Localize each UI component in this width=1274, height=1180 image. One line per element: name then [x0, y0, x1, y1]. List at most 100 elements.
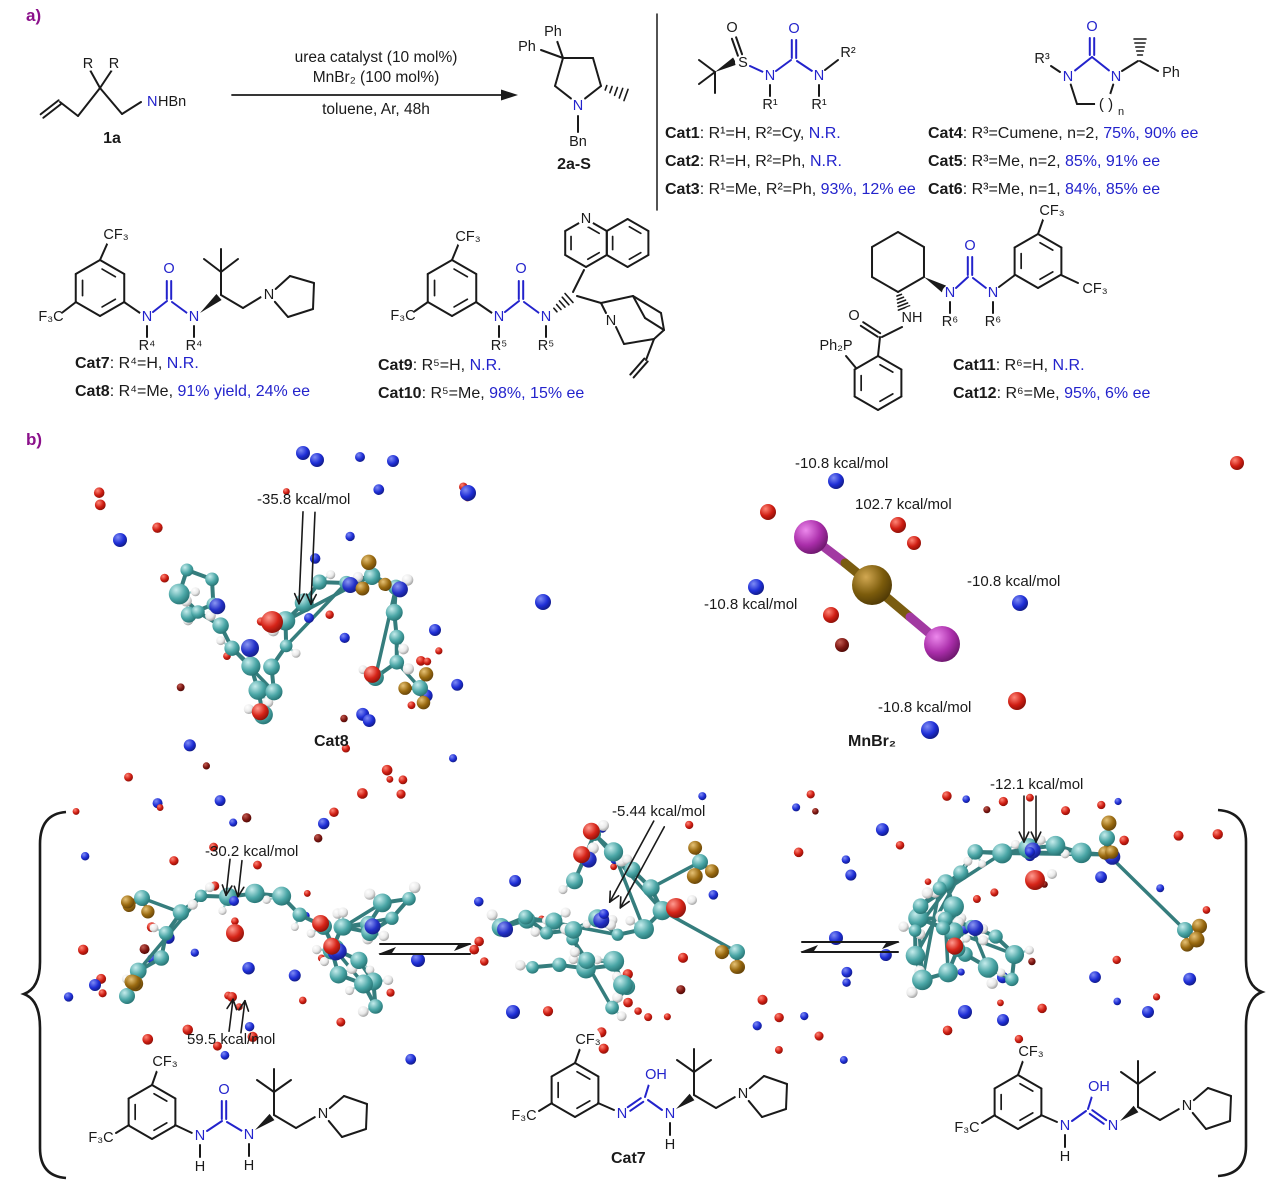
- entry-cat5: Cat5: R³=Me, n=2, 85%, 91% ee: [928, 153, 1161, 170]
- energy-mnbr2-left: -10.8 kcal/mol: [704, 596, 798, 613]
- state-left-model: [63, 804, 425, 1065]
- atom-label-n: N: [142, 309, 152, 325]
- slant-arrow-middle: [608, 820, 666, 909]
- entry-cat6: Cat6: R³=Me, n=1, 84%, 85% ee: [928, 181, 1161, 198]
- atom-label-n: N: [195, 1128, 205, 1144]
- energy-mnbr2-right: -10.8 kcal/mol: [967, 573, 1061, 590]
- atom-label-n: N: [573, 98, 583, 114]
- cat1-3-entries: Cat1: R¹=H, R²=Cy, N.R. Cat2: R¹=H, R²=P…: [665, 120, 916, 204]
- entry-cat3: Cat3: R¹=Me, R²=Ph, 93%, 12% ee: [665, 181, 916, 198]
- atom-label-cf3: CF₃: [575, 1032, 600, 1048]
- atom-label-n: N: [665, 1106, 675, 1122]
- atom-label-n: N: [264, 287, 274, 303]
- energy-mnbr2-center: 102.7 kcal/mol: [855, 496, 952, 513]
- entry-cat4: Cat4: R³=Cumene, n=2, 75%, 90% ee: [928, 125, 1199, 142]
- entry-cat2: Cat2: R¹=H, R²=Ph, N.R.: [665, 153, 842, 170]
- atom-label-n: N: [1108, 1118, 1118, 1134]
- atom-label-n: N: [1060, 1118, 1070, 1134]
- atom-label-n_sub: n: [1118, 106, 1124, 118]
- panel-b-label: b): [26, 430, 43, 449]
- atom-label-n: N: [1111, 69, 1121, 85]
- atom-label-r3: R³: [1034, 51, 1049, 67]
- energy-middle: -5.44 kcal/mol: [612, 803, 706, 820]
- cat9-10-entries: Cat9: R⁵=H, N.R. Cat10: R⁵=Me, 98%, 15% …: [378, 352, 584, 408]
- atom-label-n: N: [244, 1127, 254, 1143]
- atom-label-n: N: [494, 309, 504, 325]
- atom-label-r: R: [109, 56, 119, 72]
- atom-label-oh: OH: [645, 1067, 667, 1083]
- atom-label-paren: ( ): [1099, 96, 1113, 113]
- energy-mnbr2-bottom: -10.8 kcal/mol: [878, 699, 972, 716]
- conditions-line-2: MnBr₂ (100 mol%): [312, 69, 440, 86]
- entry-cat9: Cat9: R⁵=H, N.R.: [378, 357, 502, 374]
- up-arrow-left: [226, 998, 250, 1034]
- atom-label-n: N: [765, 68, 775, 84]
- atom-label-f3c: F₃C: [511, 1108, 536, 1124]
- reaction-arrow: [231, 89, 518, 101]
- atom-label-o: O: [218, 1082, 229, 1098]
- atom-label-ph2p: Ph₂P: [819, 338, 852, 354]
- structure-label-cat7: Cat7: [611, 1150, 646, 1167]
- cat4-6-entries: Cat4: R³=Cumene, n=2, 75%, 90% ee Cat5: …: [928, 120, 1198, 204]
- conditions-line-1: urea catalyst (10 mol%): [294, 49, 458, 66]
- model-label-cat8: Cat8: [314, 733, 349, 750]
- atom-label-n: N: [738, 1086, 748, 1102]
- atom-label-r6: R⁶: [942, 314, 958, 330]
- atom-label-n: N: [945, 285, 955, 301]
- atom-label-r4: R⁴: [139, 338, 156, 354]
- atom-label-n: N: [541, 309, 551, 325]
- atom-label-hbn: HBn: [158, 94, 186, 110]
- atom-label-h: H: [195, 1159, 205, 1175]
- cat8-md-model: [93, 446, 551, 809]
- atom-label-r1: R¹: [762, 97, 777, 113]
- atom-label-r1: R¹: [811, 97, 826, 113]
- atom-label-o: O: [515, 261, 526, 277]
- atom-label-o: O: [1086, 19, 1097, 35]
- energy-right: -12.1 kcal/mol: [990, 776, 1084, 793]
- atom-label-r5: R⁵: [491, 338, 507, 354]
- energy-mnbr2-top: -10.8 kcal/mol: [795, 455, 889, 472]
- energy-left-top: -30.2 kcal/mol: [205, 843, 299, 860]
- atom-label-f3c: F₃C: [38, 309, 63, 325]
- down-arrow-cat8: [293, 510, 318, 606]
- mnbr2-md-model: [748, 456, 1244, 739]
- down-arrow-right: [1018, 795, 1042, 843]
- entry-cat11: Cat11: R⁶=H, N.R.: [953, 357, 1085, 374]
- entry-cat12: Cat12: R⁶=Me, 95%, 6% ee: [953, 385, 1151, 402]
- atom-label-n: N: [988, 285, 998, 301]
- atom-label-n: N: [1182, 1098, 1192, 1114]
- atom-label-o: O: [964, 238, 975, 254]
- atom-label-ph: Ph: [544, 24, 562, 40]
- energy-label-cat8: -35.8 kcal/mol: [257, 491, 351, 508]
- atom-label-o: O: [163, 261, 174, 277]
- down-arrow-left: [221, 858, 245, 898]
- atom-label-n: N: [1063, 69, 1073, 85]
- atom-label-o: O: [726, 20, 737, 36]
- equilibrium-arrow-1: [378, 943, 472, 955]
- atom-label-cf3: CF₃: [103, 227, 128, 243]
- atom-label-ph: Ph: [518, 39, 536, 55]
- atom-label-f3c: F₃C: [954, 1120, 979, 1136]
- atom-label-f3c: F₃C: [88, 1130, 113, 1146]
- atom-label-r2: R²: [840, 45, 855, 61]
- atom-label-h: H: [1060, 1149, 1070, 1165]
- cat7-8-entries: Cat7: R⁴=H, N.R. Cat8: R⁴=Me, 91% yield,…: [75, 350, 310, 406]
- state-middle-model: [469, 790, 857, 1064]
- atom-label-o: O: [788, 21, 799, 37]
- atom-label-n: N: [189, 309, 199, 325]
- atom-label-n: N: [617, 1106, 627, 1122]
- atom-label-cf3: CF₃: [455, 229, 480, 245]
- substrate-label: 1a: [103, 130, 121, 147]
- entry-cat7: Cat7: R⁴=H, N.R.: [75, 355, 199, 372]
- model-label-mnbr2: MnBr₂: [848, 733, 896, 750]
- product-label: 2a-S: [557, 156, 591, 173]
- atom-label-cf3: CF₃: [1018, 1044, 1043, 1060]
